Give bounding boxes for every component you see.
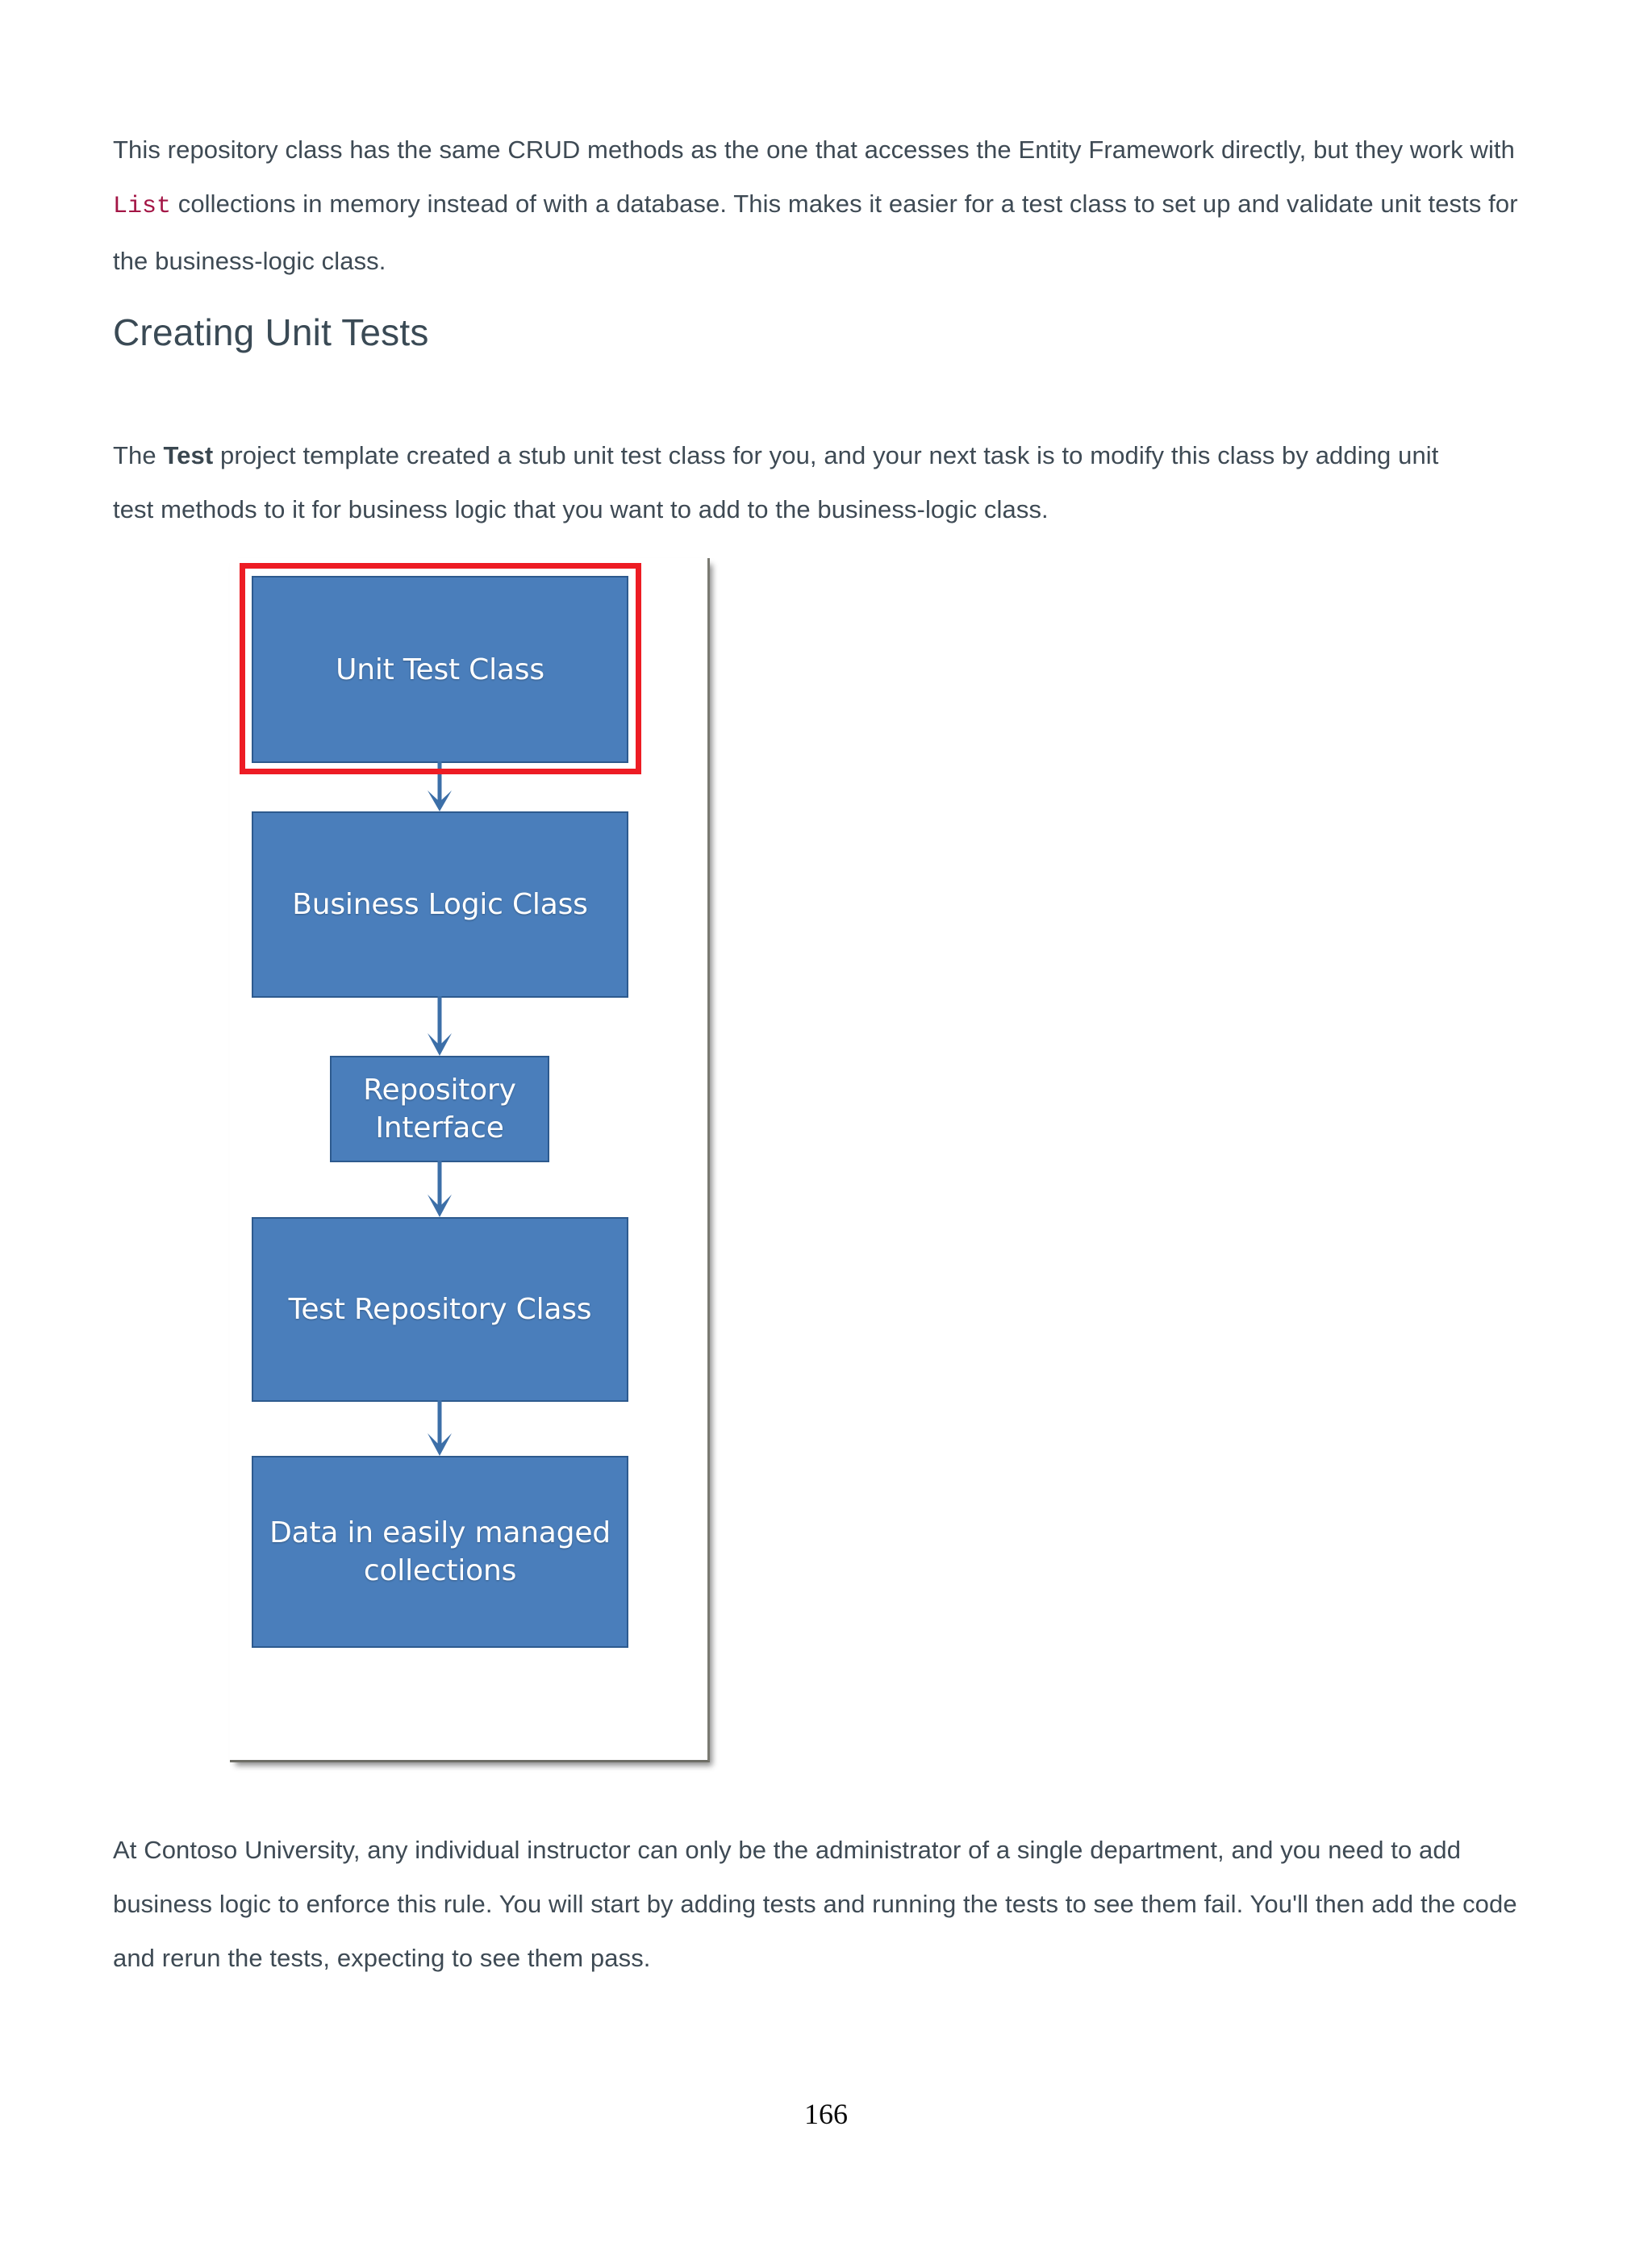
paragraph-intro: This repository class has the same CRUD … bbox=[113, 123, 1539, 288]
page-number: 166 bbox=[804, 2098, 848, 2130]
paragraph-lead: The Test project template created a stub… bbox=[113, 428, 1484, 536]
diagram-frame: Unit Test Class Business Logic Class Rep… bbox=[230, 558, 710, 1762]
diagram-node-data-collections: Data in easily managed collections bbox=[252, 1456, 628, 1648]
diagram-arrow-1 bbox=[421, 761, 458, 815]
paragraph-lead-bold-test: Test bbox=[163, 441, 214, 469]
red-highlight-box bbox=[240, 563, 641, 774]
inline-code-list: List bbox=[113, 193, 172, 220]
diagram-node-test-repository-class: Test Repository Class bbox=[252, 1217, 628, 1402]
paragraph-lead-part1: The bbox=[113, 441, 164, 469]
paragraph-intro-part2: collections in memory instead of with a … bbox=[113, 190, 1518, 275]
diagram-node-unit-test-class: Unit Test Class bbox=[252, 576, 628, 763]
diagram-arrow-3 bbox=[421, 1161, 458, 1220]
architecture-diagram: Unit Test Class Business Logic Class Rep… bbox=[230, 558, 712, 1768]
paragraph-outro: At Contoso University, any individual in… bbox=[113, 1836, 1517, 1972]
diagram-node-repository-interface: Repository Interface bbox=[330, 1056, 549, 1162]
diagram-arrow-2 bbox=[421, 996, 458, 1059]
diagram-arrow-4 bbox=[421, 1400, 458, 1459]
paragraph-intro-part1: This repository class has the same CRUD … bbox=[113, 136, 1515, 164]
diagram-node-business-logic-class: Business Logic Class bbox=[252, 811, 628, 998]
section-heading: Creating Unit Tests bbox=[113, 311, 429, 353]
paragraph-lead-part2: project template created a stub unit tes… bbox=[113, 441, 1439, 523]
